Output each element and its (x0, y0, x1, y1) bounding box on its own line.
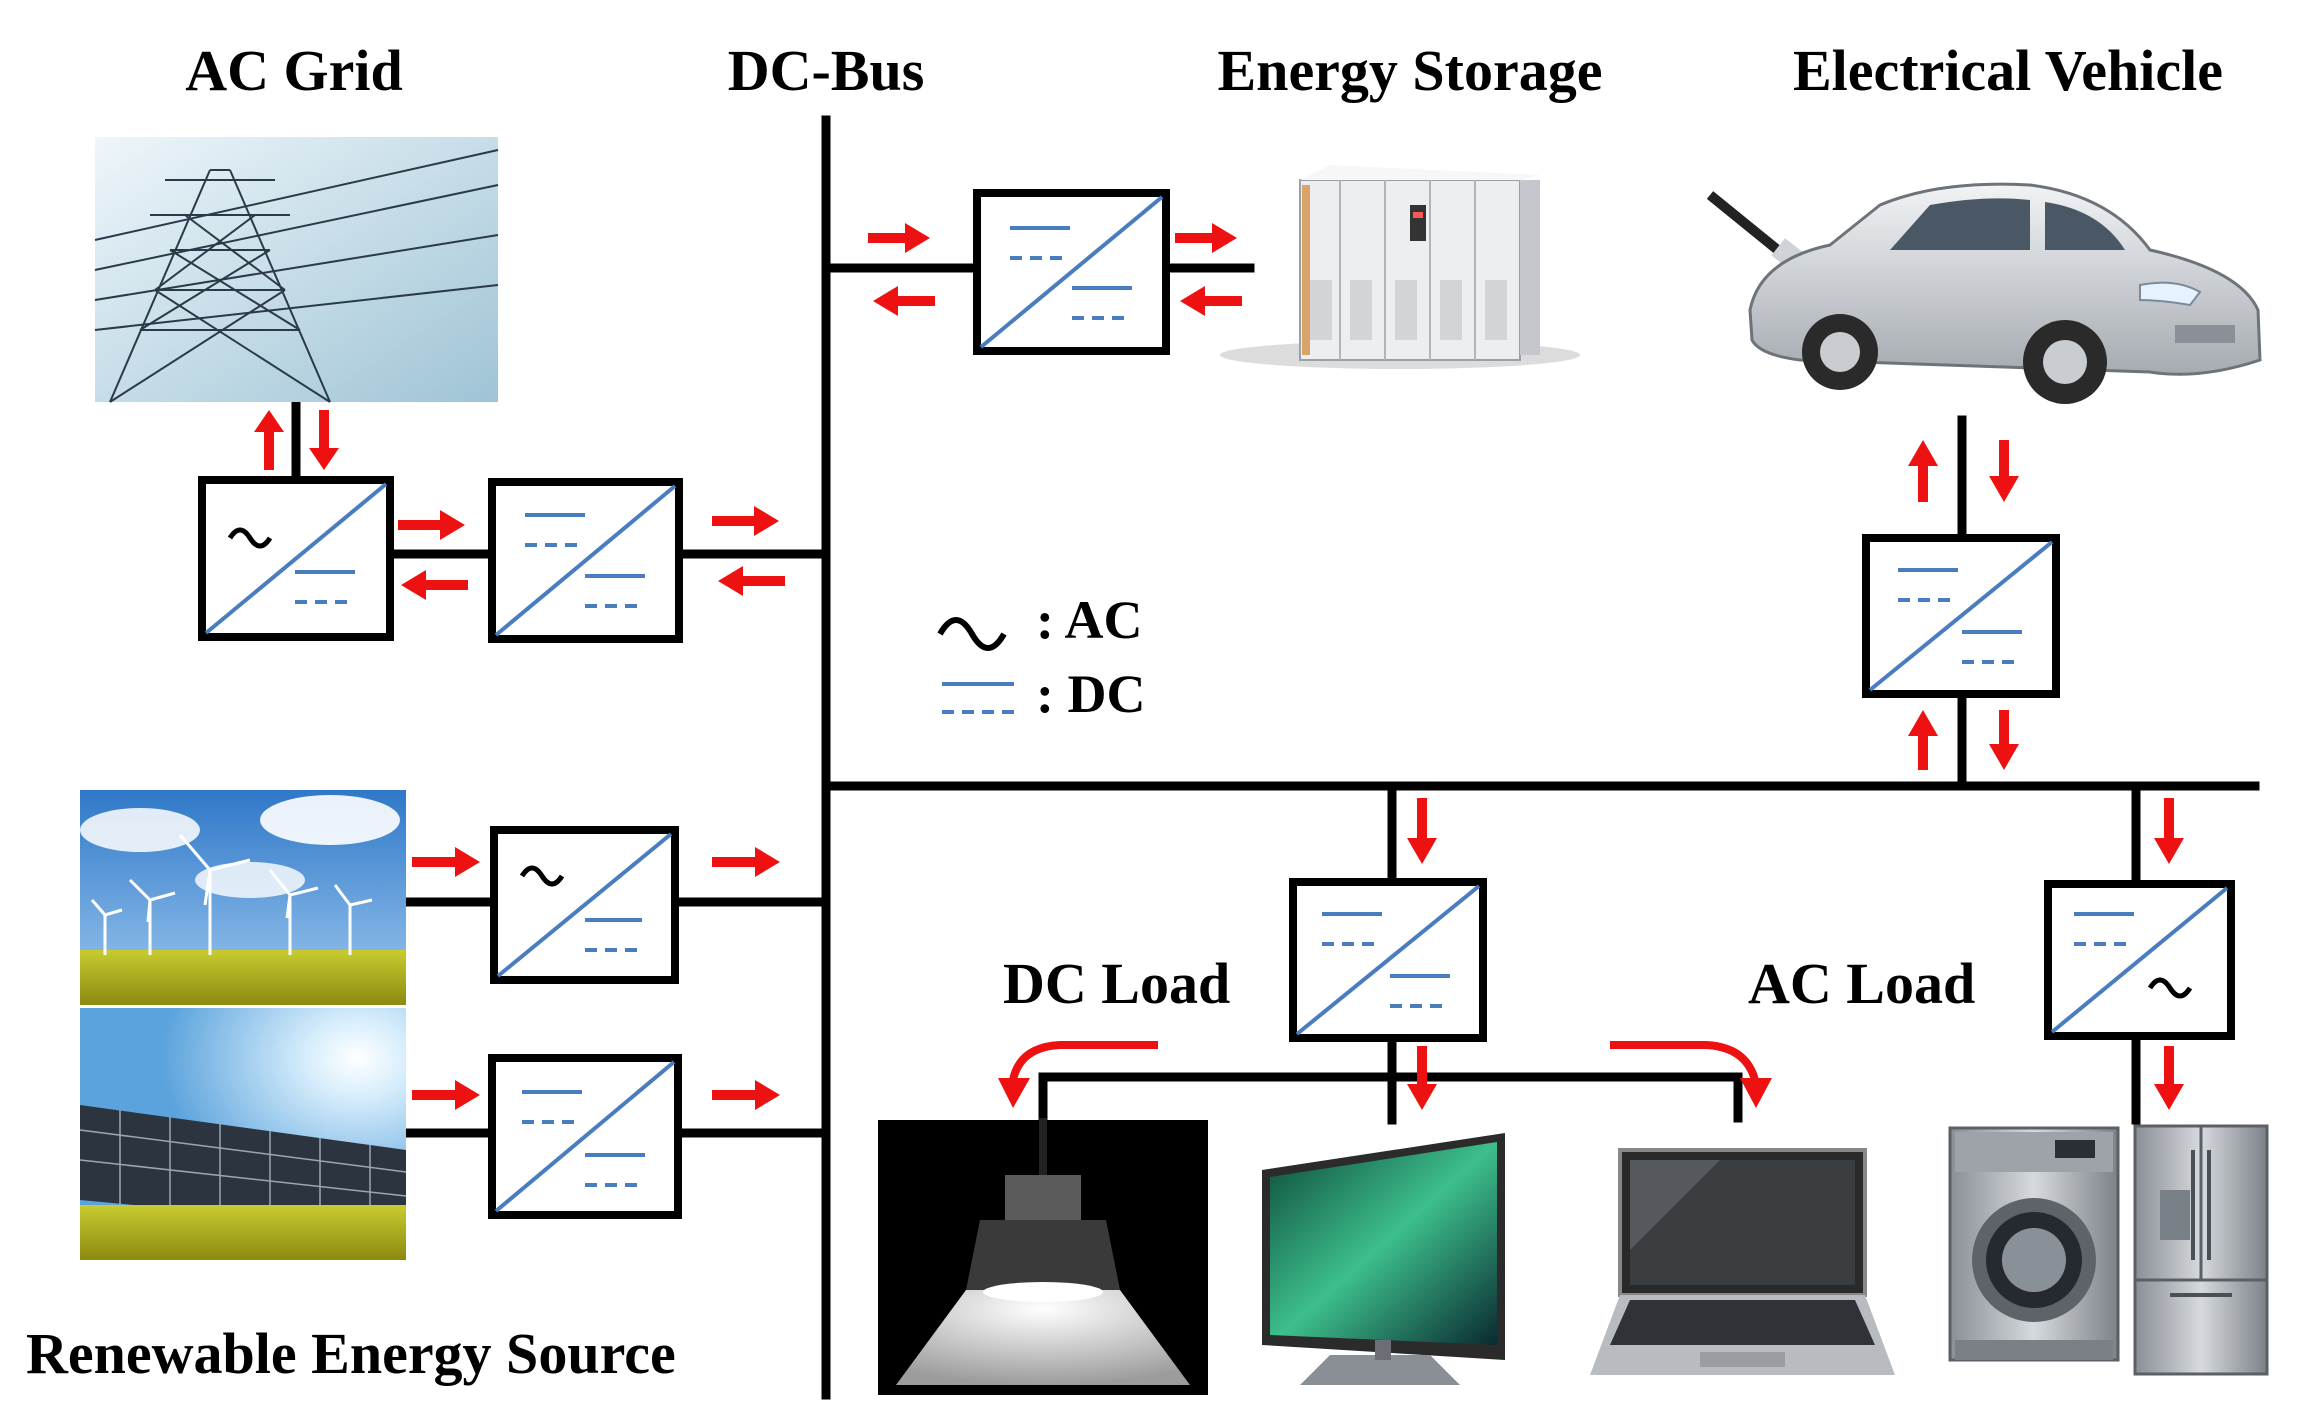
refrigerator-image (2133, 1124, 2269, 1376)
converter-wind (490, 826, 679, 984)
converter-dc-load (1289, 878, 1487, 1042)
energy-storage-label: Energy Storage (1218, 38, 1603, 103)
legend-ac: : AC (1036, 590, 1143, 650)
transmission-tower-image (94, 137, 499, 403)
television-image (1262, 1133, 1505, 1385)
solar-panel-image (79, 1008, 407, 1260)
converter-solar (488, 1054, 682, 1219)
electrical-vehicle-label: Electrical Vehicle (1793, 38, 2223, 103)
ac-symbol-icon (937, 617, 1007, 651)
converter-energy-storage (973, 189, 1170, 355)
legend-dc: : DC (1036, 664, 1145, 724)
converter-ev (1862, 534, 2060, 698)
dc-bus-lines (291, 115, 2260, 1400)
power-flow-arrows (254, 223, 2184, 1110)
electric-vehicle-image (1706, 182, 2262, 404)
washing-machine-image (1948, 1126, 2120, 1362)
converter-ac-load (2044, 880, 2235, 1040)
dc-bus-label: DC-Bus (728, 38, 925, 103)
laptop-image (1590, 1148, 1895, 1375)
renewable-energy-source-label: Renewable Energy Source (26, 1321, 676, 1386)
wind-farm-image (80, 790, 406, 1005)
converter-ac-grid-acdc (198, 476, 394, 641)
dc-load-label: DC Load (1003, 951, 1230, 1016)
dc-load-curved-arrows (1009, 1041, 1759, 1082)
led-lamp-image (878, 1118, 1208, 1395)
ac-grid-label: AC Grid (185, 38, 403, 103)
ac-load-label: AC Load (1748, 951, 1975, 1016)
energy-storage-cabinet-image (1220, 165, 1580, 369)
legend: : AC : DC (937, 590, 1145, 724)
converter-ac-grid-dcdc (488, 478, 683, 643)
